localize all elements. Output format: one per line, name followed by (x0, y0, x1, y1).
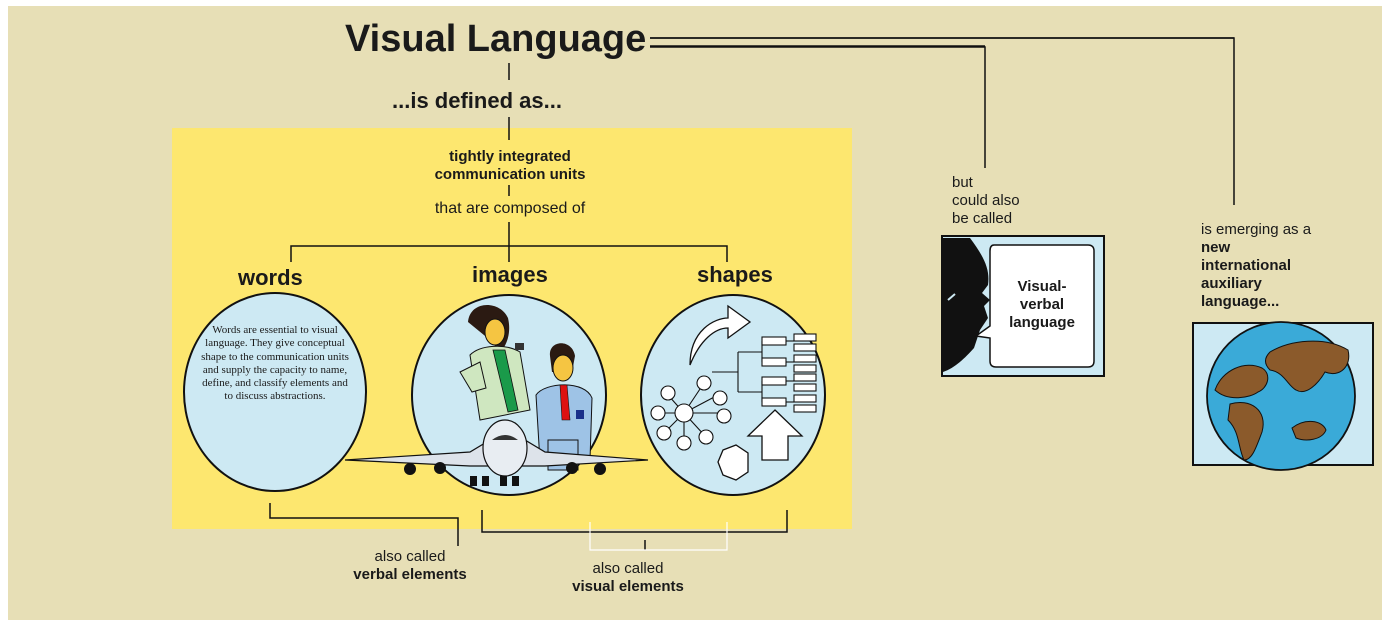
tree-diagram-icon (712, 333, 817, 413)
hexagon-icon (717, 444, 749, 481)
network-icon (650, 375, 732, 451)
airplane-icon (344, 419, 649, 486)
emerging-line-5: language... (1201, 293, 1280, 310)
but-line-1: but (952, 174, 973, 191)
emerging-line-3: international (1201, 257, 1292, 274)
defined-as-label: ...is defined as... (392, 88, 562, 113)
but-line-2: could also (952, 192, 1020, 209)
face-profile-icon (943, 238, 990, 372)
globe-icon (1206, 321, 1356, 471)
words-circle (183, 292, 367, 492)
visual-elements-label: also called visual elements (548, 560, 708, 596)
curved-arrow-icon (689, 304, 752, 366)
emerging-line-2: new (1201, 239, 1231, 256)
up-arrow-icon (746, 409, 804, 461)
units-label: tightly integrated communication units (360, 148, 660, 184)
verbal-line-2: verbal elements (353, 566, 467, 583)
bubble-text: Visual- verbal language (990, 278, 1094, 332)
verbal-line-1: also called (374, 548, 446, 565)
images-heading: images (472, 262, 548, 287)
emerging-label: is emerging as a new international auxil… (1201, 221, 1351, 311)
bubble-line-3: language (1009, 314, 1075, 331)
bubble-line-2: verbal (1019, 296, 1065, 313)
composed-of-label: that are composed of (434, 200, 586, 217)
bubble-line-1: Visual- (1017, 278, 1067, 295)
but-line-3: be called (952, 210, 1013, 227)
but-label: but could also be called (952, 174, 1020, 228)
words-description: Words are essential to visual language. … (201, 324, 349, 403)
emerging-line-1: is emerging as a (1201, 221, 1312, 238)
words-heading: words (238, 265, 303, 290)
speech-bubble (974, 244, 1095, 368)
emerging-line-4: auxiliary (1201, 275, 1262, 292)
verbal-elements-label: also called verbal elements (340, 548, 480, 584)
visual-line-2: visual elements (572, 578, 684, 595)
units-line-1: tightly integrated (449, 148, 571, 165)
visual-line-1: also called (592, 560, 664, 577)
units-line-2: communication units (434, 166, 586, 183)
diagram-title: Visual Language (345, 18, 647, 60)
people-icon (459, 304, 593, 471)
shapes-heading: shapes (697, 262, 773, 287)
